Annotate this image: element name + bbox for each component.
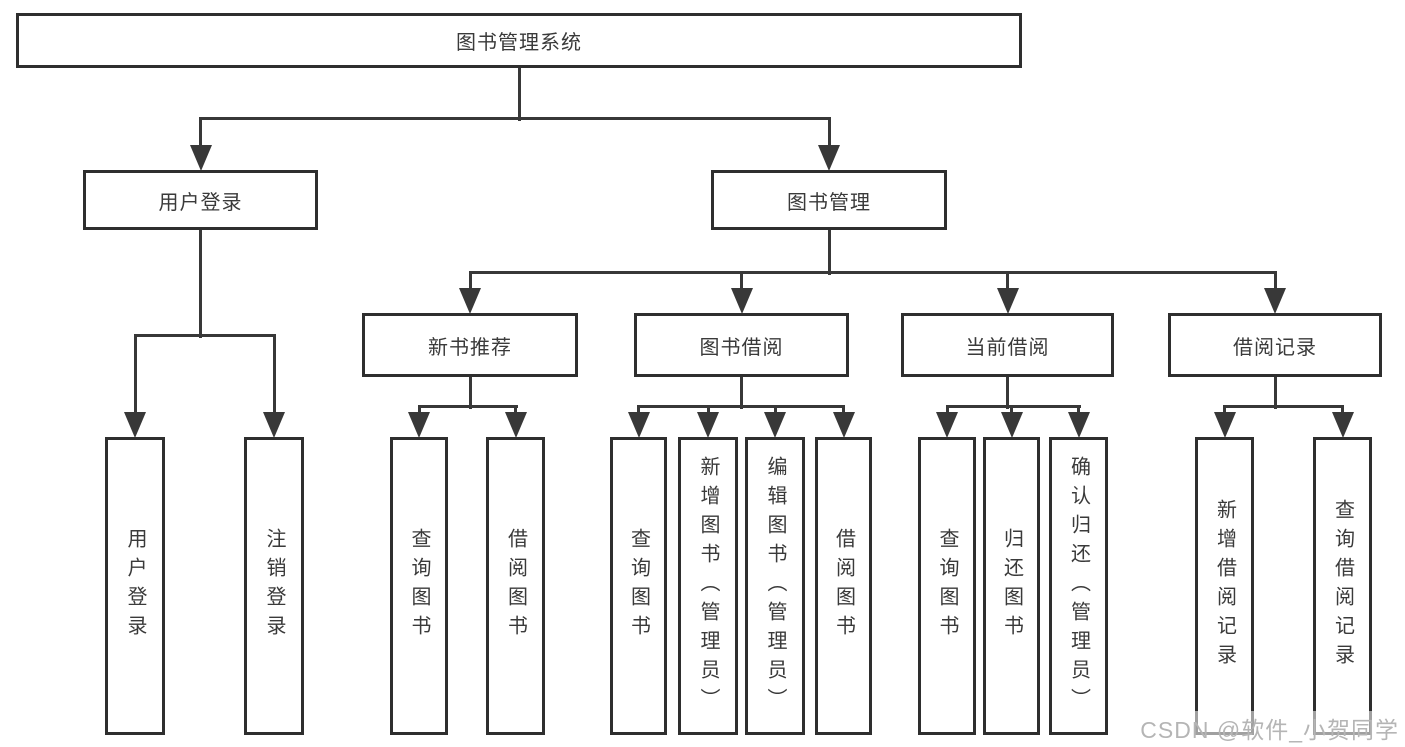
- node-login-action: 用户登录: [105, 437, 165, 735]
- arrow-down-icon: [936, 412, 958, 438]
- arrow-down-icon: [1214, 412, 1236, 438]
- connector-bar: [199, 117, 831, 120]
- node-cb-confirm-return-admin-label: 确认归还（管理员）: [1067, 455, 1090, 717]
- watermark: CSDN @软件_小贺同学: [1138, 711, 1401, 745]
- arrow-down-icon: [459, 288, 481, 314]
- connector-stem: [469, 377, 472, 409]
- node-cb-confirm-return-admin: 确认归还（管理员）: [1049, 437, 1108, 735]
- node-br-query-record: 查询借阅记录: [1313, 437, 1372, 735]
- node-login-action-label: 用户登录: [124, 528, 146, 644]
- node-nbr-borrow-books: 借阅图书: [486, 437, 545, 735]
- node-cb-query-books-label: 查询图书: [936, 528, 958, 644]
- connector-bar: [469, 271, 1277, 274]
- arrow-down-icon: [833, 412, 855, 438]
- node-bb-edit-books-admin: 编辑图书（管理员）: [745, 437, 805, 735]
- arrow-down-icon: [190, 145, 212, 171]
- connector-drop: [637, 406, 640, 414]
- connector-stem: [828, 230, 831, 275]
- node-bb-query-books-label: 查询图书: [627, 528, 650, 644]
- arrow-down-icon: [1332, 412, 1354, 438]
- connector-bar: [637, 405, 845, 408]
- node-user-login-label: 用户登录: [158, 191, 243, 214]
- connector-stem: [199, 230, 202, 338]
- connector-drop: [514, 406, 517, 414]
- connector-drop: [1006, 272, 1009, 290]
- node-bb-edit-books-admin-label: 编辑图书（管理员）: [764, 455, 786, 717]
- connector-bar: [134, 334, 276, 337]
- node-nbr-query-books-label: 查询图书: [408, 528, 430, 644]
- node-nbr-query-books: 查询图书: [390, 437, 448, 735]
- node-bb-query-books: 查询图书: [610, 437, 667, 735]
- node-new-book-recommend-label: 新书推荐: [428, 336, 512, 359]
- arrow-down-icon: [731, 288, 753, 314]
- arrow-down-icon: [124, 412, 146, 438]
- connector-drop: [199, 118, 202, 147]
- node-br-query-record-label: 查询借阅记录: [1331, 499, 1354, 673]
- node-user-login: 用户登录: [83, 170, 318, 230]
- connector-drop: [842, 406, 845, 414]
- node-book-borrowing: 图书借阅: [634, 313, 849, 377]
- connector-drop: [774, 406, 777, 414]
- node-nbr-borrow-books-label: 借阅图书: [504, 528, 527, 644]
- connector-drop: [1341, 406, 1344, 414]
- connector-drop: [1223, 406, 1226, 414]
- node-logout-action-label: 注销登录: [263, 528, 285, 644]
- arrow-down-icon: [505, 412, 527, 438]
- connector-drop: [707, 406, 710, 414]
- connector-stem: [1274, 377, 1277, 409]
- node-cb-return-books: 归还图书: [983, 437, 1040, 735]
- arrow-down-icon: [263, 412, 285, 438]
- node-bb-borrow-books: 借阅图书: [815, 437, 872, 735]
- arrow-down-icon: [628, 412, 650, 438]
- connector-drop: [1274, 272, 1277, 290]
- connector-drop: [946, 406, 949, 414]
- arrow-down-icon: [764, 412, 786, 438]
- connector-bar: [946, 405, 1081, 408]
- node-br-add-record-label: 新增借阅记录: [1213, 499, 1236, 673]
- node-book-borrowing-label: 图书借阅: [699, 336, 784, 359]
- node-current-borrowing: 当前借阅: [901, 313, 1114, 377]
- node-new-book-recommend: 新书推荐: [362, 313, 578, 377]
- node-cb-return-books-label: 归还图书: [1000, 528, 1023, 644]
- arrow-down-icon: [408, 412, 430, 438]
- connector-drop: [469, 272, 472, 290]
- connector-drop: [134, 335, 137, 414]
- node-root-label: 图书管理系统: [456, 32, 582, 54]
- node-bb-borrow-books-label: 借阅图书: [832, 528, 855, 644]
- connector-drop: [740, 272, 743, 290]
- connector-stem: [518, 68, 521, 121]
- arrow-down-icon: [1068, 412, 1090, 438]
- connector-drop: [418, 406, 421, 414]
- node-root: 图书管理系统: [16, 13, 1022, 68]
- node-borrowing-records-label: 借阅记录: [1233, 336, 1317, 359]
- arrow-down-icon: [818, 145, 840, 171]
- node-br-add-record: 新增借阅记录: [1195, 437, 1254, 735]
- node-logout-action: 注销登录: [244, 437, 304, 735]
- arrow-down-icon: [1264, 288, 1286, 314]
- connector-drop: [1077, 406, 1080, 414]
- connector-stem: [740, 377, 743, 409]
- node-current-borrowing-label: 当前借阅: [965, 336, 1050, 359]
- node-bb-add-books-admin-label: 新增图书（管理员）: [697, 455, 719, 717]
- node-cb-query-books: 查询图书: [918, 437, 976, 735]
- connector-drop: [828, 118, 831, 147]
- connector-bar: [418, 405, 518, 408]
- arrow-down-icon: [1001, 412, 1023, 438]
- node-book-management: 图书管理: [711, 170, 947, 230]
- node-bb-add-books-admin: 新增图书（管理员）: [678, 437, 738, 735]
- arrow-down-icon: [697, 412, 719, 438]
- connector-stem: [1006, 377, 1009, 409]
- connector-bar: [1223, 405, 1344, 408]
- arrow-down-icon: [997, 288, 1019, 314]
- connector-drop: [1010, 406, 1013, 414]
- node-borrowing-records: 借阅记录: [1168, 313, 1382, 377]
- connector-drop: [273, 335, 276, 414]
- node-book-management-label: 图书管理: [787, 191, 871, 214]
